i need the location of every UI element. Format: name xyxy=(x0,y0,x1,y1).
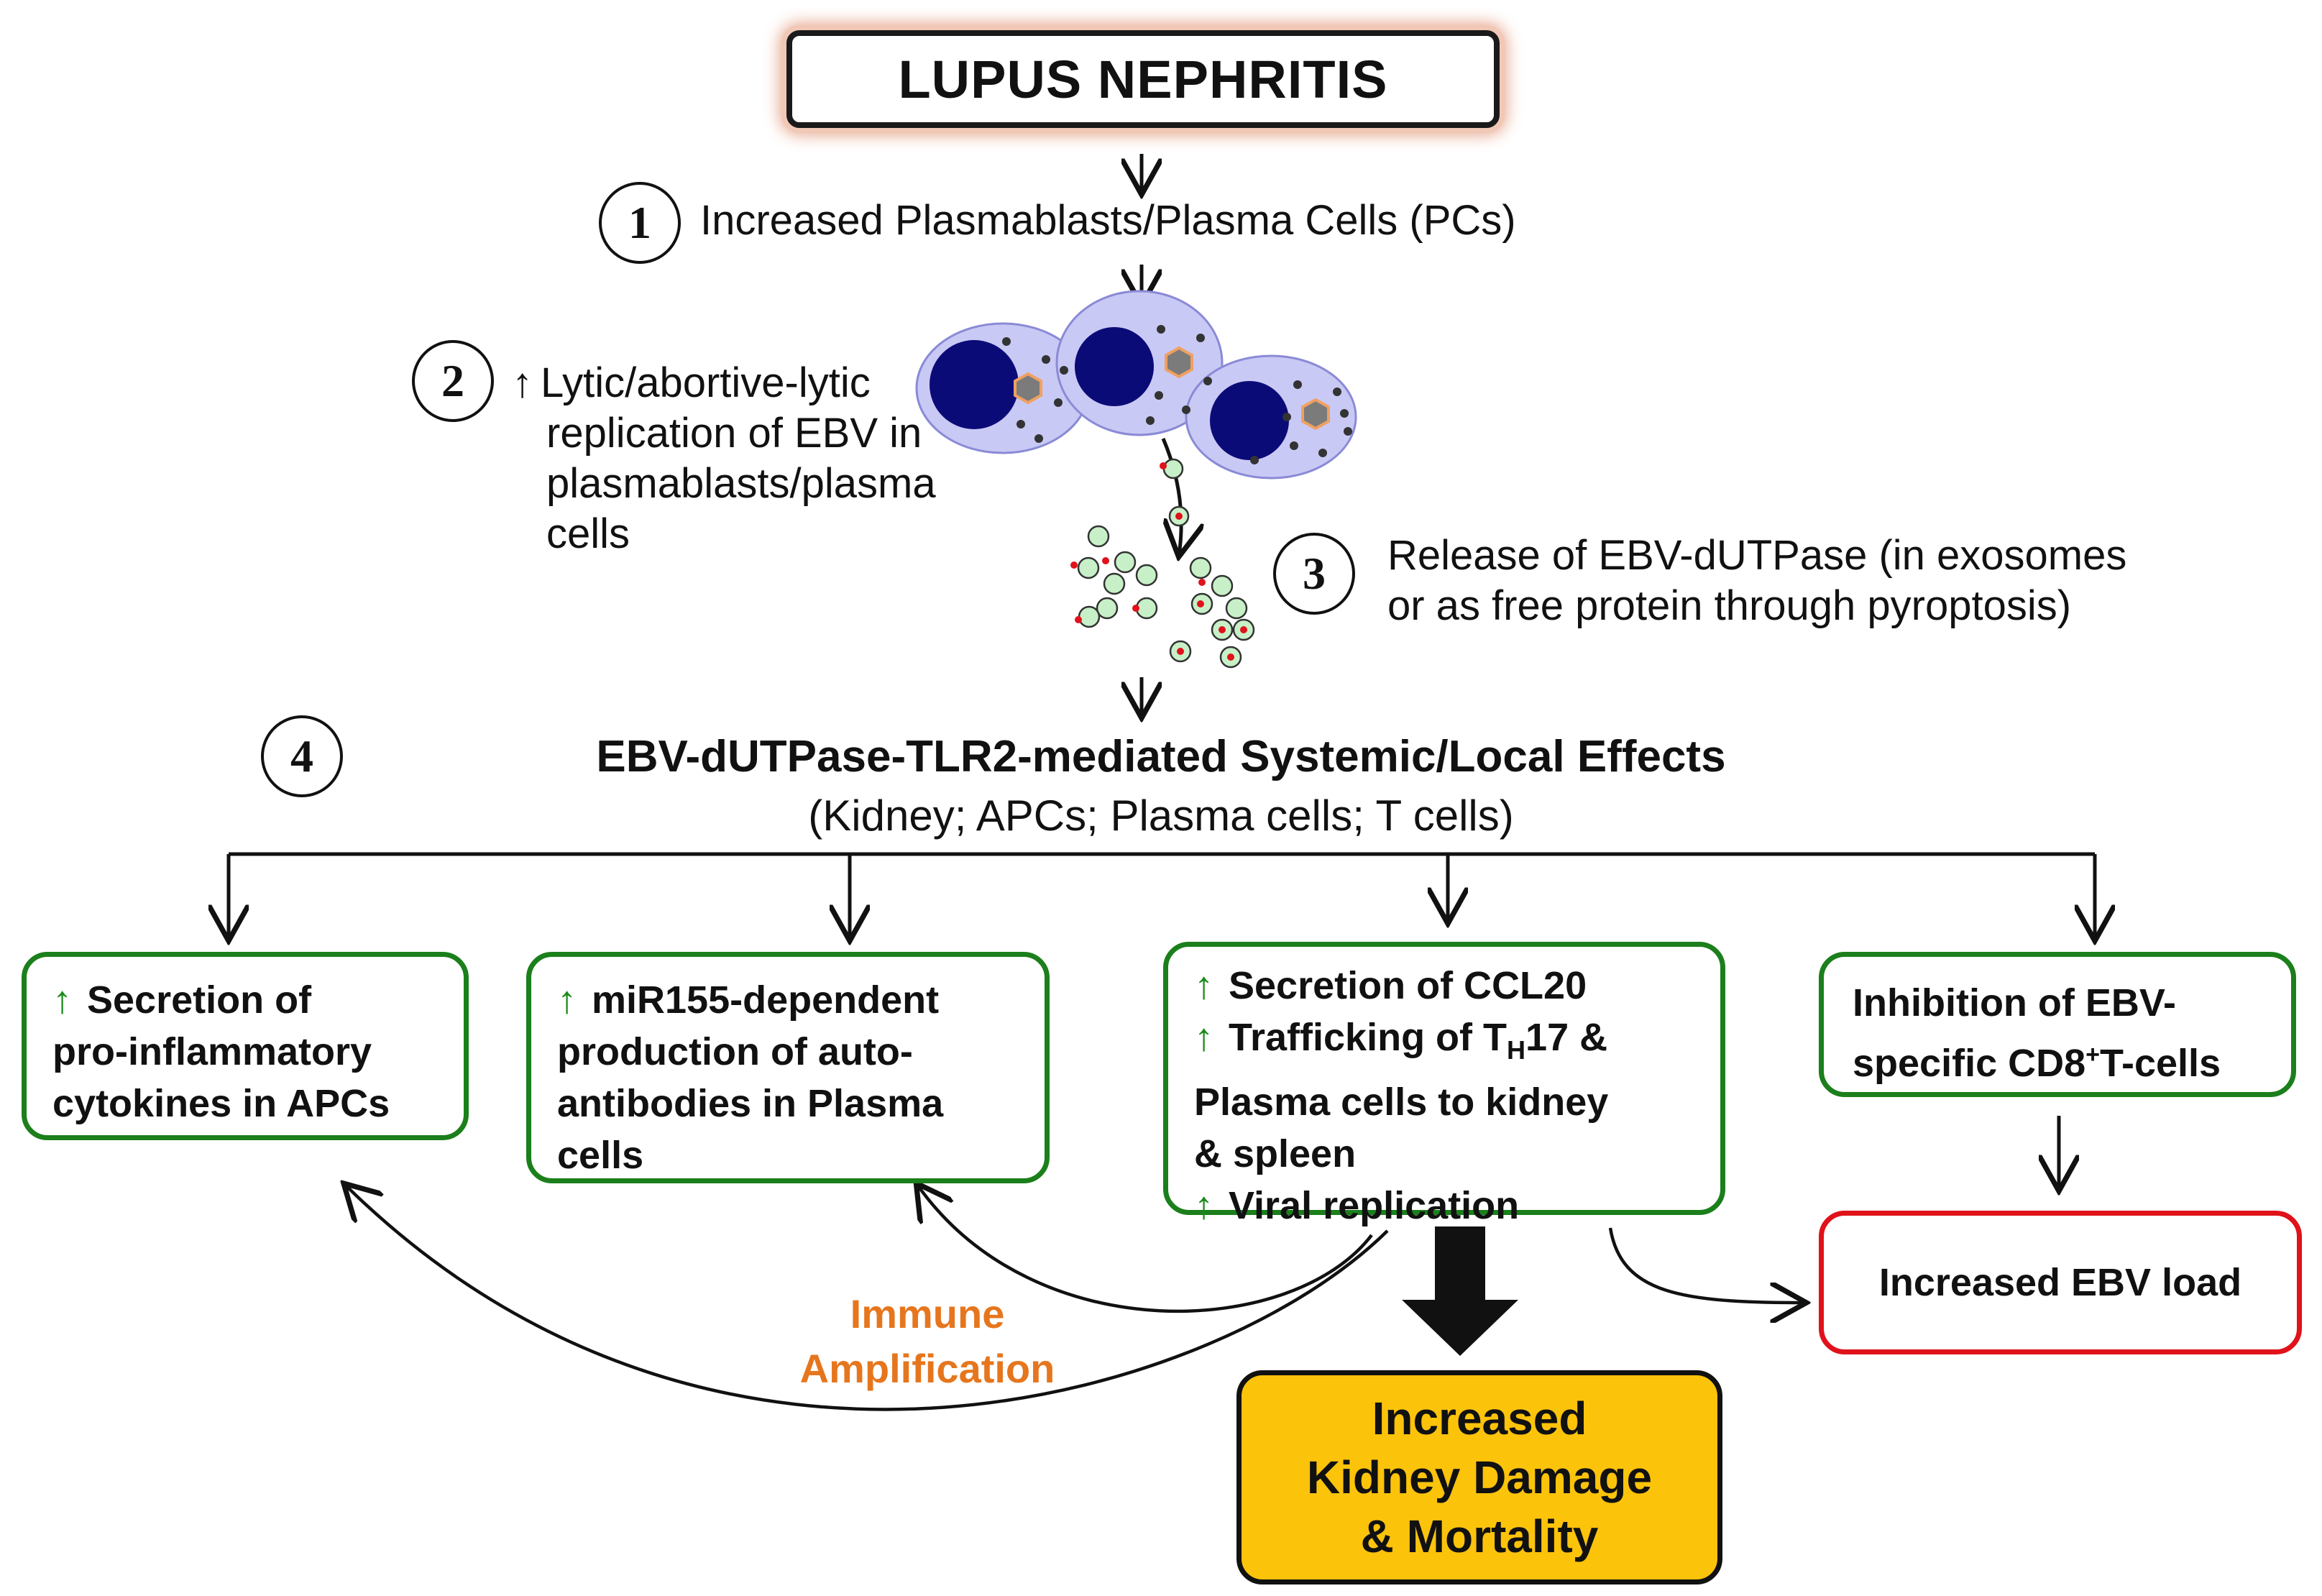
feedback-arrows xyxy=(345,1185,1804,1411)
plasma-cell-nucleus xyxy=(1210,381,1289,460)
step-circle-3 xyxy=(1273,533,1355,615)
step-3-text: Release of EBV-dUTPase (in exosomes or a… xyxy=(1387,532,2127,629)
thick-arrow-icon xyxy=(1402,1226,1518,1356)
plasma-cell-nucleus xyxy=(1075,327,1154,406)
step-2-text: ↑Lytic/abortive-lytic replication of EBV… xyxy=(512,359,936,557)
effect-box-cd8: Inhibition of EBV- specific CD8+T-cells xyxy=(1819,952,2296,1097)
step-number-1: 1 xyxy=(628,197,651,248)
step-4-subheading: (Kidney; APCs; Plasma cells; T cells) xyxy=(808,792,1514,840)
step-1-text: Increased Plasmablasts/Plasma Cells (PCs… xyxy=(700,197,1516,244)
flow-arrows xyxy=(229,154,2095,1189)
title-box: LUPUS NEPHRITIS xyxy=(786,30,1500,128)
step-number-3: 3 xyxy=(1303,548,1326,599)
step-number-4: 4 xyxy=(290,730,313,781)
page-title: LUPUS NEPHRITIS xyxy=(898,49,1388,109)
step-circle-4 xyxy=(261,715,343,797)
arrow-up-icon: ↑ xyxy=(1194,1016,1213,1059)
step-number-2: 2 xyxy=(441,355,464,406)
arrow-up-icon: ↑ xyxy=(512,359,533,406)
step-circle-2 xyxy=(412,340,494,422)
effect-box-ccl20: ↑Secretion of CCL20 ↑Trafficking of TH17… xyxy=(1163,942,1725,1227)
step-circles xyxy=(261,182,1355,797)
ebv-virion-icon xyxy=(1301,398,1330,431)
effect-box-cytokines: ↑Secretion of pro-inflammatory cytokines… xyxy=(22,952,469,1140)
step-4-heading: EBV-dUTPase-TLR2-mediated Systemic/Local… xyxy=(596,732,1726,781)
plasma-cells-illustration xyxy=(915,290,1357,480)
outcome-box: Increased Kidney Damage & Mortality xyxy=(1236,1370,1722,1584)
plasma-cell-nucleus xyxy=(930,340,1019,429)
arrow-up-icon: ↑ xyxy=(1194,1183,1213,1227)
immune-amplification-label: Immune Amplification xyxy=(799,1291,1055,1391)
arrow-up-icon: ↑ xyxy=(52,978,72,1022)
arrow-up-icon: ↑ xyxy=(1194,964,1213,1007)
dutpase-dots xyxy=(1070,462,1247,661)
step-circle-1 xyxy=(599,182,681,264)
arrow-up-icon: ↑ xyxy=(557,978,577,1022)
effect-box-mir155: ↑miR155-dependent production of auto- an… xyxy=(526,952,1050,1183)
ebv-virion-icon xyxy=(1165,346,1193,379)
ebv-virion-icon xyxy=(1014,372,1042,405)
ebv-load-box: Increased EBV load xyxy=(1819,1211,2302,1354)
